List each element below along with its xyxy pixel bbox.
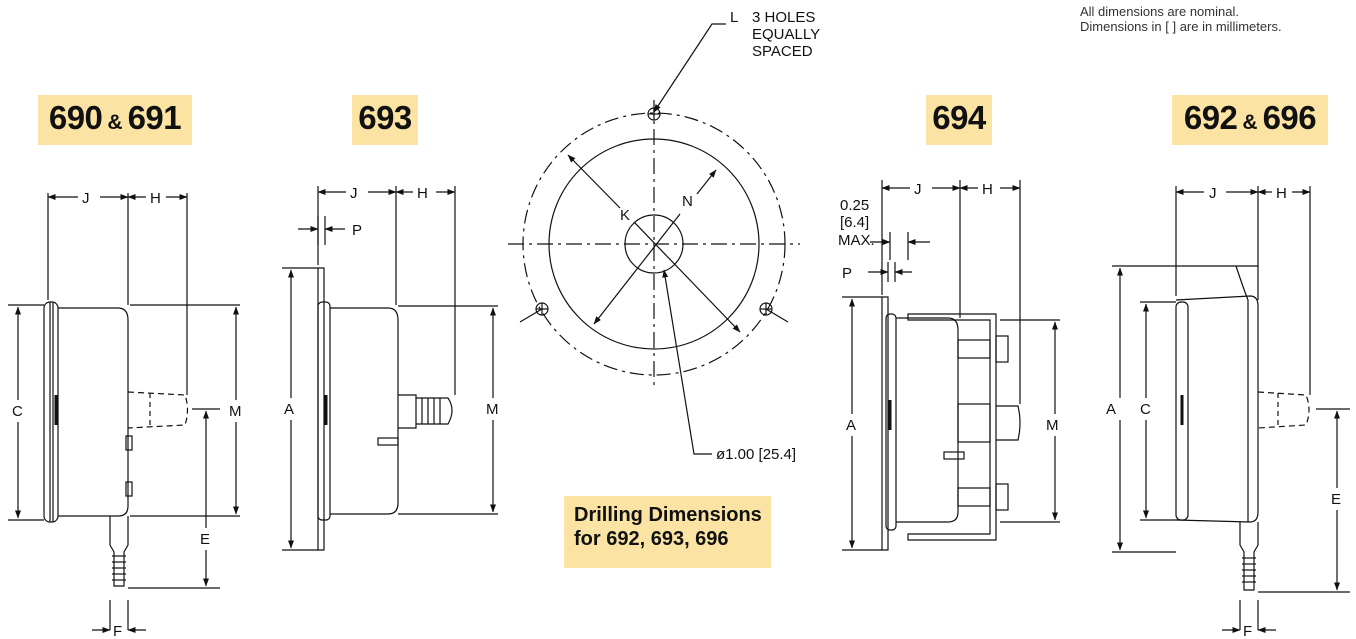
dim-k: K (620, 207, 630, 224)
dim-a: A (846, 417, 856, 434)
model-696: 696 (1262, 99, 1317, 136)
dim-j: J (82, 190, 90, 207)
dim-n: N (682, 193, 693, 210)
max-line3: MAX. (838, 232, 875, 249)
drilling-template (508, 23, 800, 455)
note-line-1: All dimensions are nominal. (1080, 4, 1239, 19)
model-amp: & (1242, 111, 1258, 134)
dim-h: H (1276, 185, 1287, 202)
gauge-693 (282, 186, 498, 551)
max-line2: [6.4] (840, 214, 869, 231)
dim-c: C (12, 403, 23, 420)
dim-j: J (1209, 185, 1217, 202)
dim-h: H (982, 181, 993, 198)
max-line1: 0.25 (840, 197, 869, 214)
drilling-subtitle: for 692, 693, 696 (574, 528, 729, 550)
model-690: 690 (48, 99, 103, 136)
model-label-692-696: 692 & 696 (1172, 95, 1328, 145)
dim-j: J (350, 185, 358, 202)
dimensions-note: All dimensions are nominal. Dimensions i… (1080, 4, 1282, 34)
dim-f: F (1243, 623, 1252, 639)
drilling-dimensions-label: Drilling Dimensions for 692, 693, 696 (564, 496, 771, 568)
dim-h: H (150, 190, 161, 207)
gauge-694 (842, 180, 1060, 551)
gauge-692-696 (1112, 186, 1350, 633)
holes-line3: SPACED (752, 43, 813, 60)
model-label-693: 693 (352, 95, 418, 145)
holes-line1: 3 HOLES (752, 9, 815, 26)
dim-a: A (284, 401, 294, 418)
model-amp: & (107, 111, 123, 134)
dim-e: E (1331, 491, 1341, 508)
drilling-title: Drilling Dimensions (574, 504, 762, 526)
dim-m: M (1046, 417, 1059, 434)
model-label-694: 694 (926, 95, 992, 145)
hole-diameter: ø1.00 [25.4] (716, 446, 796, 463)
dim-m: M (486, 401, 499, 418)
gauge-690-691 (8, 193, 240, 633)
model-label-690-691: 690 & 691 (38, 95, 192, 145)
dim-c: C (1140, 401, 1151, 418)
dim-m: M (229, 403, 242, 420)
dim-h: H (417, 185, 428, 202)
model-692: 692 (1183, 99, 1238, 136)
dim-j: J (914, 181, 922, 198)
dim-f: F (113, 623, 122, 639)
dim-e: E (200, 531, 210, 548)
model-691: 691 (127, 99, 182, 136)
model-693: 693 (358, 99, 412, 136)
dim-a: A (1106, 401, 1116, 418)
holes-letter: L (730, 9, 738, 26)
dim-p: P (842, 265, 852, 282)
note-line-2: Dimensions in [ ] are in millimeters. (1080, 19, 1282, 34)
dim-p: P (352, 222, 362, 239)
model-694: 694 (932, 99, 986, 136)
dimension-labels: J H C M E F J H P A M L 3 HOLES EQUALLY … (12, 9, 1341, 639)
holes-line2: EQUALLY (752, 26, 820, 43)
